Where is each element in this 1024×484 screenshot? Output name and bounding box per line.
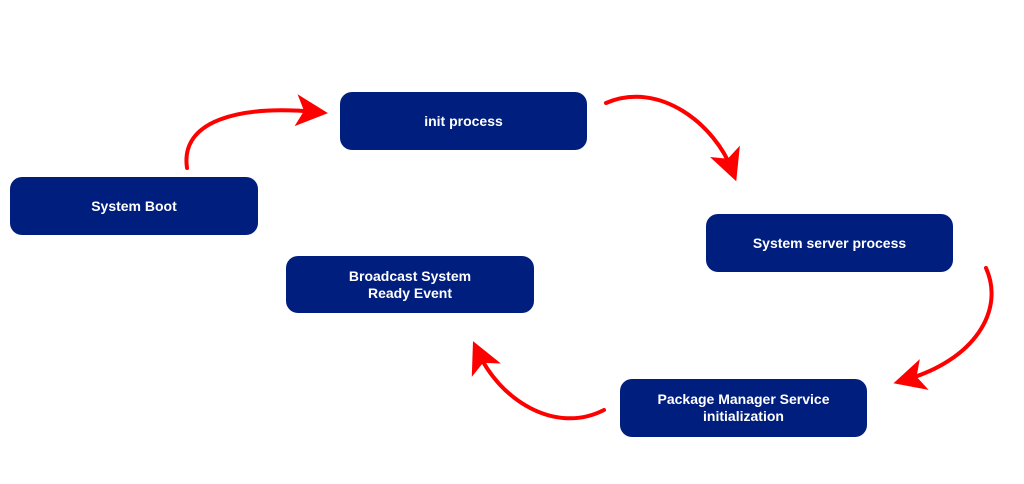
node-system-server-process: System server process	[706, 214, 953, 272]
node-system-server-label: System server process	[752, 234, 907, 251]
node-system-boot: System Boot	[10, 177, 258, 235]
arrow-boot-to-init	[184, 94, 328, 170]
node-package-manager-label: Package Manager Service initialization	[657, 391, 830, 424]
arrow-server-to-pms	[893, 266, 994, 390]
node-broadcast-ready-label: Broadcast System Ready Event	[348, 267, 472, 301]
node-init-process: init process	[340, 92, 587, 150]
node-system-boot-label: System Boot	[91, 197, 177, 214]
node-broadcast-ready-event: Broadcast System Ready Event	[286, 256, 534, 313]
node-init-process-label: init process	[424, 112, 503, 129]
arrow-init-to-server	[604, 94, 740, 182]
node-package-manager-init: Package Manager Service initialization	[620, 379, 867, 437]
arrow-pms-to-ready	[471, 341, 606, 421]
